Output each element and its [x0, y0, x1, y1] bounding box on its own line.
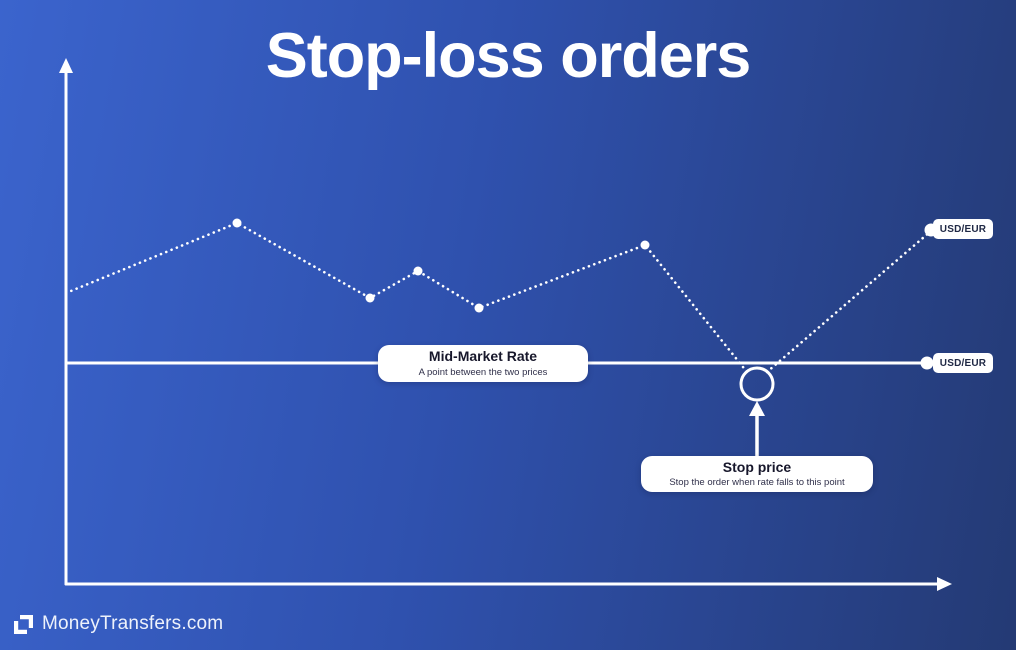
stop-price-title: Stop price	[722, 458, 792, 475]
stop-pointer-arrowhead-icon	[749, 401, 765, 416]
stop-price-subtitle: Stop the order when rate falls to this p…	[669, 477, 845, 489]
brand-logo-text: MoneyTransfers.com	[42, 613, 224, 634]
mid-market-rate-title: Mid-Market Rate	[428, 348, 538, 365]
page-title: Stop-loss orders	[265, 21, 752, 91]
currency-pair-badge-bottom: USD/EUR	[933, 353, 993, 373]
rate-point-marker	[232, 218, 242, 228]
mid-market-rate-callout: Mid-Market Rate A point between the two …	[378, 345, 588, 382]
rate-point-marker	[640, 240, 650, 250]
stop-price-callout: Stop price Stop the order when rate fall…	[641, 456, 873, 492]
rate-point-marker	[413, 266, 423, 276]
moneytransfers-logo-icon	[14, 614, 33, 634]
y-axis-arrowhead-icon	[59, 58, 73, 73]
brand-logo: MoneyTransfers.com	[12, 611, 223, 637]
x-axis-arrowhead-icon	[937, 577, 952, 591]
rate-point-marker	[920, 356, 934, 370]
currency-pair-badge-top: USD/EUR	[933, 219, 993, 239]
rate-dotted-line	[765, 229, 933, 374]
mid-market-rate-subtitle: A point between the two prices	[418, 366, 548, 378]
rate-point-marker	[365, 293, 375, 303]
rate-point-marker	[474, 303, 484, 313]
stop-point-ring	[739, 366, 775, 402]
